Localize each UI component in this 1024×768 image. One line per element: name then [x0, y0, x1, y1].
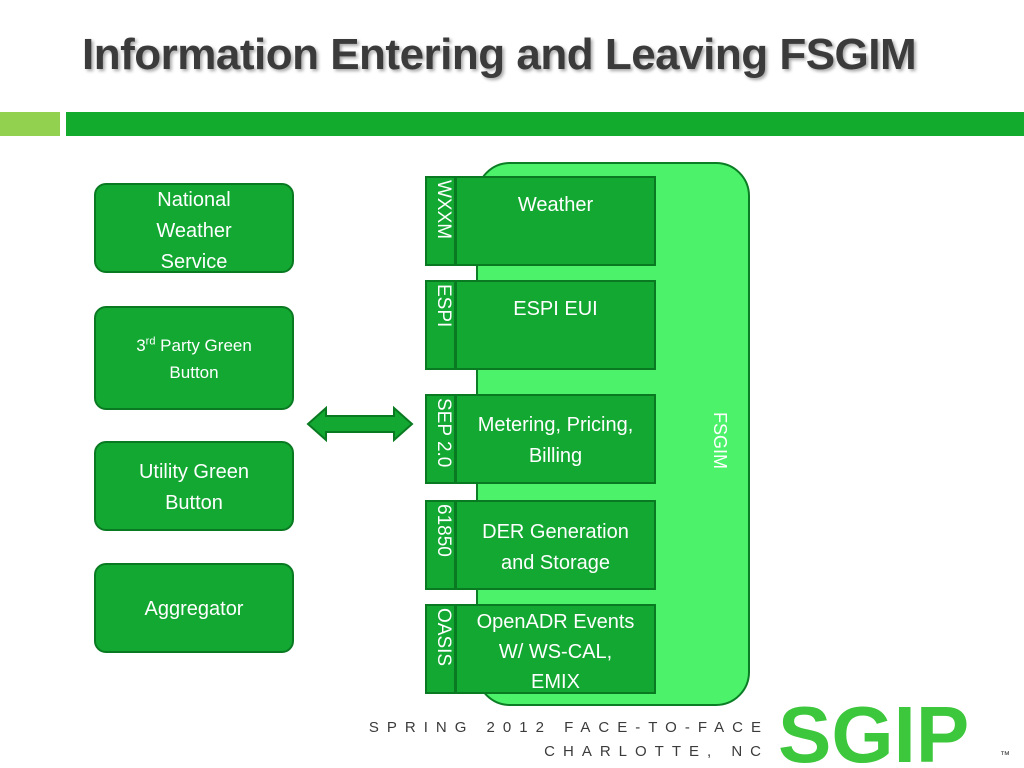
- standard-line: Metering, Pricing,: [477, 414, 634, 436]
- protocol-label-wxxm: WXXM: [425, 176, 456, 266]
- source-line: Button: [169, 363, 219, 382]
- source-line: Weather: [156, 220, 232, 242]
- source-utility-green-button: Utility Green Button: [94, 441, 294, 531]
- standard-line: W/ WS-CAL,: [498, 641, 613, 663]
- footer-line: CHARLOTTE, NC: [544, 743, 769, 760]
- fsgim-label: FSGIM: [710, 411, 730, 469]
- source-third-party-green-button: 3rd Party Green Button: [94, 306, 294, 410]
- protocol-label-sep-2-0: SEP 2.0: [425, 394, 456, 484]
- source-rest: Party Green: [155, 336, 252, 355]
- accent-bar-light: [0, 112, 60, 136]
- source-line: Button: [165, 492, 223, 514]
- protocol-label-oasis: OASIS: [425, 604, 456, 694]
- source-line: Utility Green: [138, 461, 250, 483]
- source-line: Aggregator: [144, 598, 244, 620]
- footer-line: SPRING 2012 FACE-TO-FACE: [368, 719, 769, 736]
- standard-line: ESPI EUI: [513, 298, 598, 320]
- sgip-logo-icon: SGIP ™: [778, 700, 1010, 766]
- standard-der-generation-storage: DER Generation and Storage: [455, 500, 656, 590]
- page-title: Information Entering and Leaving FSGIM: [82, 30, 917, 79]
- double-arrow-icon: [306, 406, 414, 442]
- standard-espi-eui: ESPI EUI: [455, 280, 656, 370]
- logo-trademark: ™: [1000, 750, 1010, 761]
- logo-text: SGIP: [778, 700, 969, 766]
- standard-line: OpenADR Events: [476, 611, 635, 633]
- accent-bar: [66, 112, 1024, 136]
- standard-line: Weather: [517, 194, 594, 216]
- standard-line: EMIX: [531, 671, 580, 693]
- standard-openadr-events: OpenADR Events W/ WS-CAL, EMIX: [455, 604, 656, 694]
- protocol-label-61850: 61850: [425, 500, 456, 590]
- source-line: National: [157, 189, 231, 211]
- source-aggregator: Aggregator: [94, 563, 294, 653]
- source-line: 3rd Party Green: [96, 332, 292, 359]
- source-national-weather-service: National Weather Service: [94, 183, 294, 273]
- footer-event: SPRING 2012 FACE-TO-FACE CHARLOTTE, NC: [369, 716, 769, 764]
- standard-line: and Storage: [501, 552, 610, 574]
- standard-line: DER Generation: [482, 521, 629, 543]
- source-line: Service: [160, 251, 228, 273]
- source-prefix: 3: [136, 336, 146, 355]
- protocol-label-espi: ESPI: [425, 280, 456, 370]
- standard-line: Billing: [528, 445, 583, 467]
- standard-weather: Weather: [455, 176, 656, 266]
- standard-metering-pricing-billing: Metering, Pricing, Billing: [455, 394, 656, 484]
- source-superscript: rd: [145, 335, 156, 348]
